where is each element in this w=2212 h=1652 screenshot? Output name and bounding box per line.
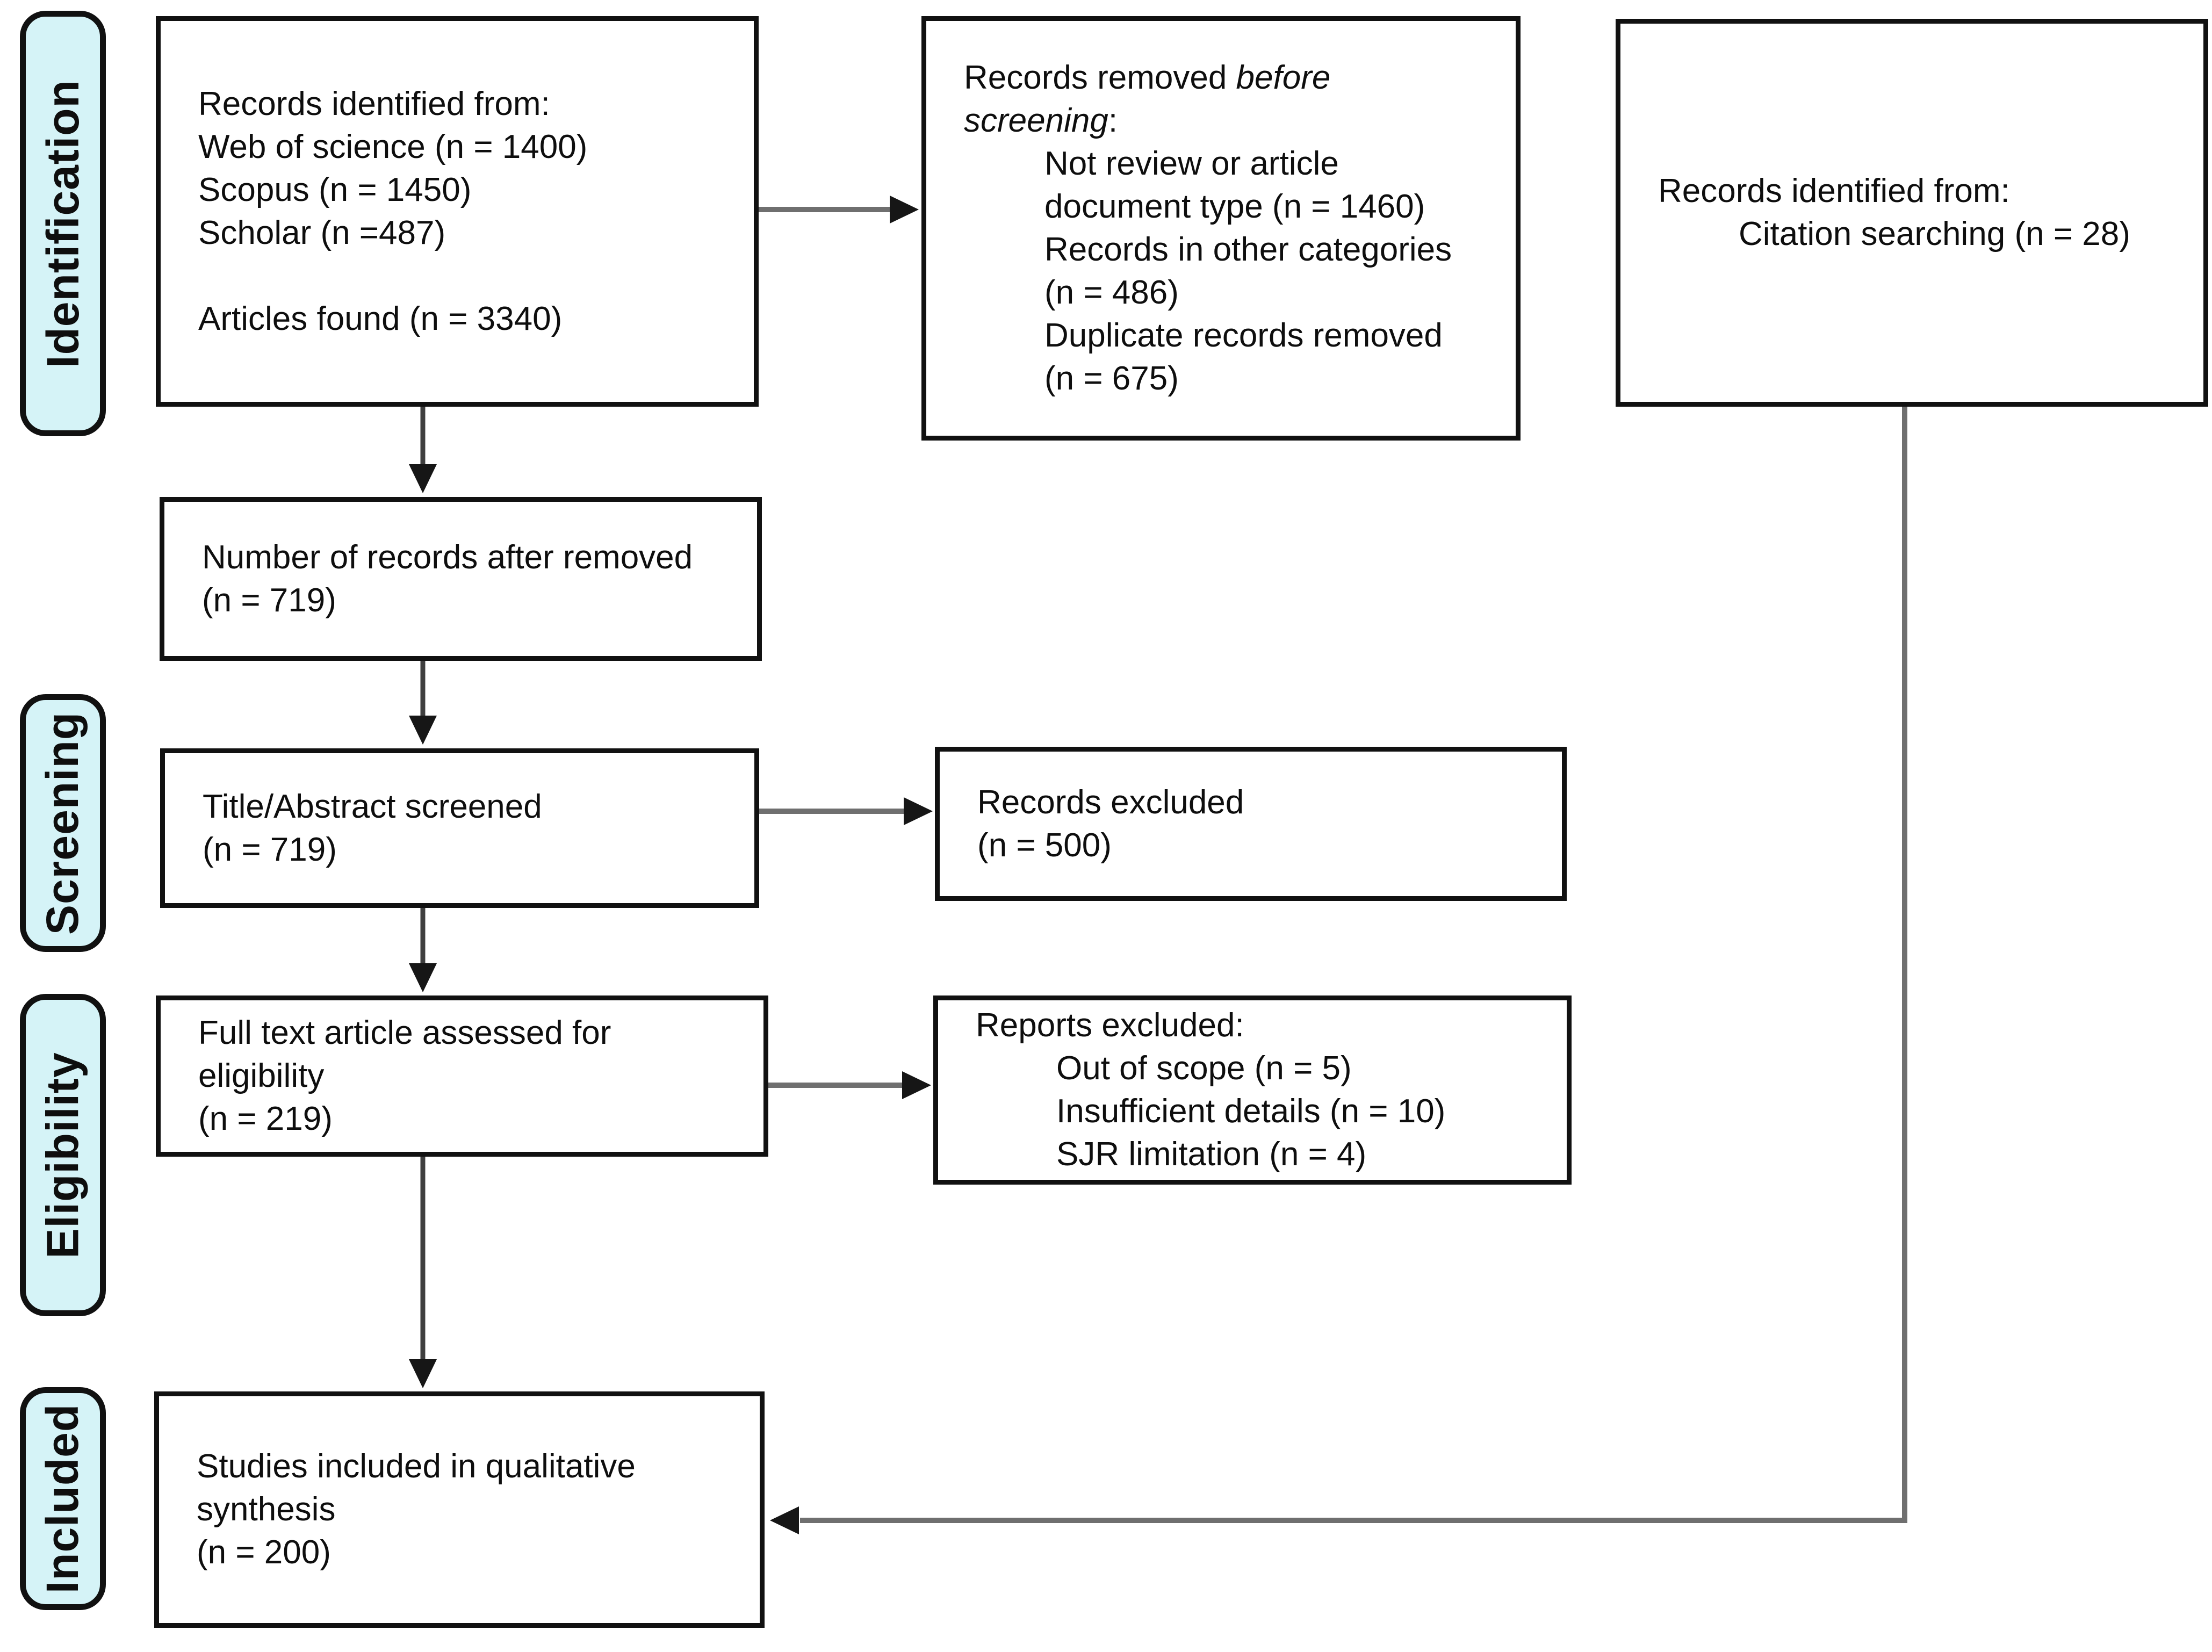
spacer [198,255,716,298]
records-identified-scopus: Scopus (n = 1450) [198,171,472,208]
reports-excluded-sjr-limitation: SJR limitation (n = 4) [1056,1136,1367,1173]
reports-excluded-insufficient-details: Insufficient details (n = 10) [1056,1093,1446,1130]
arrow-line-citation-to-included [800,406,1907,1523]
box-studies-included: Studies included in qualitative synthesi… [154,1391,765,1628]
records-after-removed-count: (n = 719) [202,581,336,619]
records-removed-heading: Records removed before screening: [964,56,1372,142]
box-records-identified: Records identified from: Web of science … [156,16,759,407]
stage-label-eligibility: Eligibility [20,994,106,1316]
box-citation-searching: Records identified from: Citation search… [1616,19,2208,407]
stage-label-identification: Identification [20,11,106,436]
records-excluded-text: Records excluded [977,783,1244,821]
studies-included-count: (n = 200) [197,1534,331,1571]
box-records-removed: Records removed before screening: Not re… [921,16,1521,441]
records-removed-heading-prefix: Records removed [964,59,1236,96]
reports-excluded-out-of-scope: Out of scope (n = 5) [1056,1050,1352,1087]
box-records-after-removed: Number of records after removed (n = 719… [160,497,762,661]
studies-included-text-line2: synthesis [197,1491,336,1528]
arrowhead-fulltext-to-included [409,1359,437,1388]
records-identified-scholar: Scholar (n =487) [198,214,446,251]
stage-label-screening-text: Screening [37,711,88,935]
box-records-excluded: Records excluded (n = 500) [935,747,1567,901]
arrowhead-screened-to-excluded [904,797,933,825]
arrowhead-citation-to-included [770,1506,799,1534]
stage-label-identification-text: Identification [37,79,88,368]
records-excluded-count: (n = 500) [977,826,1112,864]
arrowhead-identified-to-removed [890,196,919,223]
title-abstract-screened-text: Title/Abstract screened [203,788,542,825]
reports-excluded-heading: Reports excluded: [976,1007,1244,1044]
fulltext-assessed-text-line1: Full text article assessed for [198,1014,611,1051]
fulltext-assessed-text-line2: eligibility [198,1057,325,1094]
records-after-removed-text: Number of records after removed [202,538,693,576]
arrowhead-screened-to-fulltext [409,963,437,992]
records-identified-web-of-science: Web of science (n = 1400) [198,128,588,165]
arrowhead-after-removed-to-screened [409,716,437,745]
records-identified-heading: Records identified from: [198,85,550,122]
stage-label-included: Included [20,1387,106,1610]
stage-label-eligibility-text: Eligibility [37,1051,88,1259]
arrowhead-identified-to-after-removed [409,464,437,493]
stage-label-screening: Screening [20,694,106,952]
studies-included-text-line1: Studies included in qualitative [197,1448,636,1485]
records-removed-heading-suffix: : [1108,102,1118,139]
box-reports-excluded: Reports excluded: Out of scope (n = 5) I… [933,995,1572,1185]
fulltext-assessed-count: (n = 219) [198,1100,333,1137]
records-removed-item-duplicates: Duplicate records removed (n = 675) [1044,317,1443,397]
box-title-abstract-screened: Title/Abstract screened (n = 719) [160,748,759,908]
records-removed-heading-italic: before screening [964,59,1331,139]
arrowhead-fulltext-to-reports [902,1071,931,1099]
citation-searching-count: Citation searching (n = 28) [1739,215,2130,253]
records-removed-item-other-categories: Records in other categories (n = 486) [1044,231,1452,311]
title-abstract-screened-count: (n = 719) [203,831,337,868]
records-removed-item-not-review: Not review or article document type (n =… [1044,145,1425,225]
records-identified-articles-found: Articles found (n = 3340) [198,300,563,337]
box-fulltext-assessed: Full text article assessed for eligibili… [156,995,768,1157]
citation-searching-heading: Records identified from: [1658,172,2010,210]
stage-label-included-text: Included [37,1403,88,1594]
